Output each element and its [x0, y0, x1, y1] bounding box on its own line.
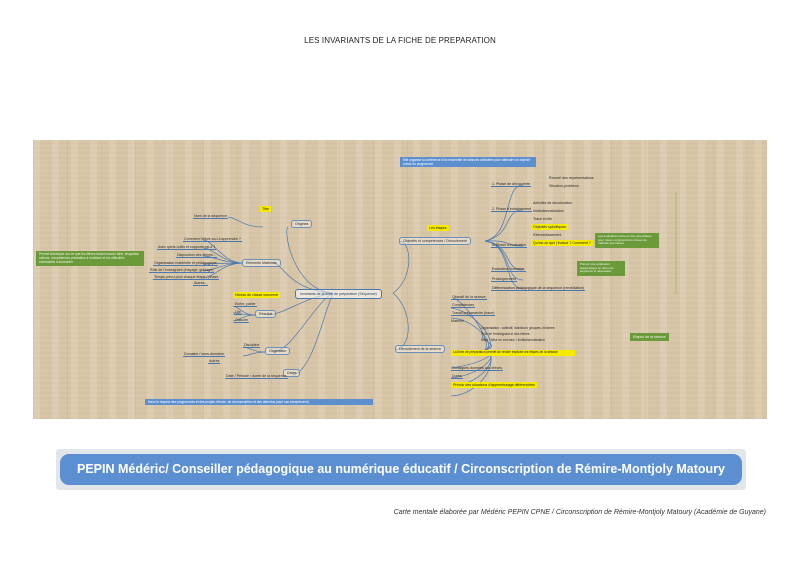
caption: Carte mentale élaborée par Médéric PEPIN…	[393, 509, 766, 516]
step-item: Evaluation formative	[491, 267, 526, 273]
author-banner: PEPIN Médéric/ Conseiller pédagogique au…	[56, 449, 746, 490]
elements-item: Avec quels outils et supports est-il ?	[157, 245, 217, 251]
author-banner-text: PEPIN Médéric/ Conseiller pédagogique au…	[60, 454, 742, 485]
tag-titre: Titre	[260, 206, 272, 213]
node-origination: Origination	[265, 347, 291, 356]
elements-item: Organisation matérielle et pédagogique	[153, 261, 218, 267]
seance-item: Bilan / Mise en commun / Institutionnali…	[481, 338, 545, 342]
step-item: 2. Phase d'entraînement	[491, 207, 533, 213]
step-item: 1. Phase de découverte	[491, 182, 531, 188]
node-resultat: Résultat	[255, 310, 277, 319]
sub-item: Situation-problème	[549, 184, 580, 188]
tag-fiche: La fiche de préparation permet de rendre…	[451, 350, 575, 356]
tag-etapes: Les étapes	[427, 225, 449, 232]
sub-item: Institutionnalisation	[533, 209, 564, 213]
seance-item: Organisation : collectif, individuel, gr…	[481, 326, 555, 330]
seance-item: Consignes données aux élèves	[451, 366, 503, 372]
origines-item: Nom de la séquence	[193, 214, 228, 220]
sub-item: Trace écrite	[533, 217, 552, 221]
elements-item: Disposition des élèves...	[176, 253, 217, 259]
tag-evaluation: Qu'est-ce que j'évalue ? Comment ?	[531, 240, 593, 247]
seance-item: Objectif de la séance	[451, 295, 487, 301]
seance-item: Compétences	[451, 303, 476, 309]
seance-item: Travail préparatoire (trace)	[451, 311, 496, 317]
elements-item: Autres...	[193, 281, 209, 287]
sub-item: Recueil des représentations	[549, 176, 594, 180]
tag-objectifs-specifiques: Objectifs spécifiques	[531, 224, 568, 231]
resultat-item: Calculer	[234, 318, 250, 324]
node-elements: Eléments Matériels	[242, 259, 281, 268]
mind-map-links	[202, 184, 677, 397]
step-item: 3. Phase d'évaluation	[491, 243, 528, 249]
seance-item: Rôle de l'enseignant et des élèves	[481, 332, 530, 336]
sub-item: Réinvestissement	[533, 233, 562, 237]
tag-etapes-seance: Etapes de la séance	[630, 333, 669, 342]
elements-item: Rôle de l'enseignant (étayage, guidage)	[149, 268, 215, 274]
node-seance: Déroulement de la séance	[395, 345, 445, 354]
sub-item: Activités de structuration	[533, 201, 573, 205]
mind-map: Invariants de la fiche de préparation (S…	[33, 140, 767, 419]
origination-item: Autres	[208, 359, 221, 365]
step-item: Différenciation pédagogique de la séquen…	[491, 286, 586, 292]
seance-item: Matériel	[451, 319, 464, 323]
resultat-item: Lire	[234, 310, 242, 316]
page-title: LES INVARIANTS DE LA FICHE DE PREPARATIO…	[304, 36, 496, 45]
origination-item: Domaine / sous-domaine	[183, 352, 225, 358]
central-node: Invariants de la fiche de préparation (S…	[295, 289, 382, 300]
node-origines: Origines	[291, 220, 313, 229]
note-diagnostique: Prévoir une évaluation diagnostique en d…	[577, 261, 625, 276]
step-item: Prolongements	[491, 277, 518, 283]
tag-differenciees: Prévoir des situations d'apprentissage d…	[451, 382, 537, 389]
origination-item: Discipline	[243, 343, 261, 349]
tag-niveau: Niveau de classe concerné	[233, 292, 281, 299]
elements-item: Temps prévu pour chaque étape / phase	[153, 275, 220, 281]
note-prerequis: Permet d'anticiper sur ce que les élèves…	[36, 251, 144, 267]
dates-item: Date / Période / durée de la séquence	[225, 374, 288, 380]
seance-item: Durée	[451, 374, 463, 380]
resultat-item: Ecrire, parler	[234, 302, 257, 308]
node-objectifs: Objectifs et compétences / Déroulement	[399, 237, 471, 246]
elements-item: Comment l'élève va-t-il apprendre ?	[183, 237, 242, 243]
note-evaluations: Les évaluations doivent être diversifiée…	[595, 233, 659, 248]
note-programmes: Dans le respect des programmes et des pr…	[145, 399, 373, 406]
node-dates: Dates	[283, 369, 301, 378]
note-sequence: Elle organise la cohérence d'un ensemble…	[400, 157, 536, 168]
